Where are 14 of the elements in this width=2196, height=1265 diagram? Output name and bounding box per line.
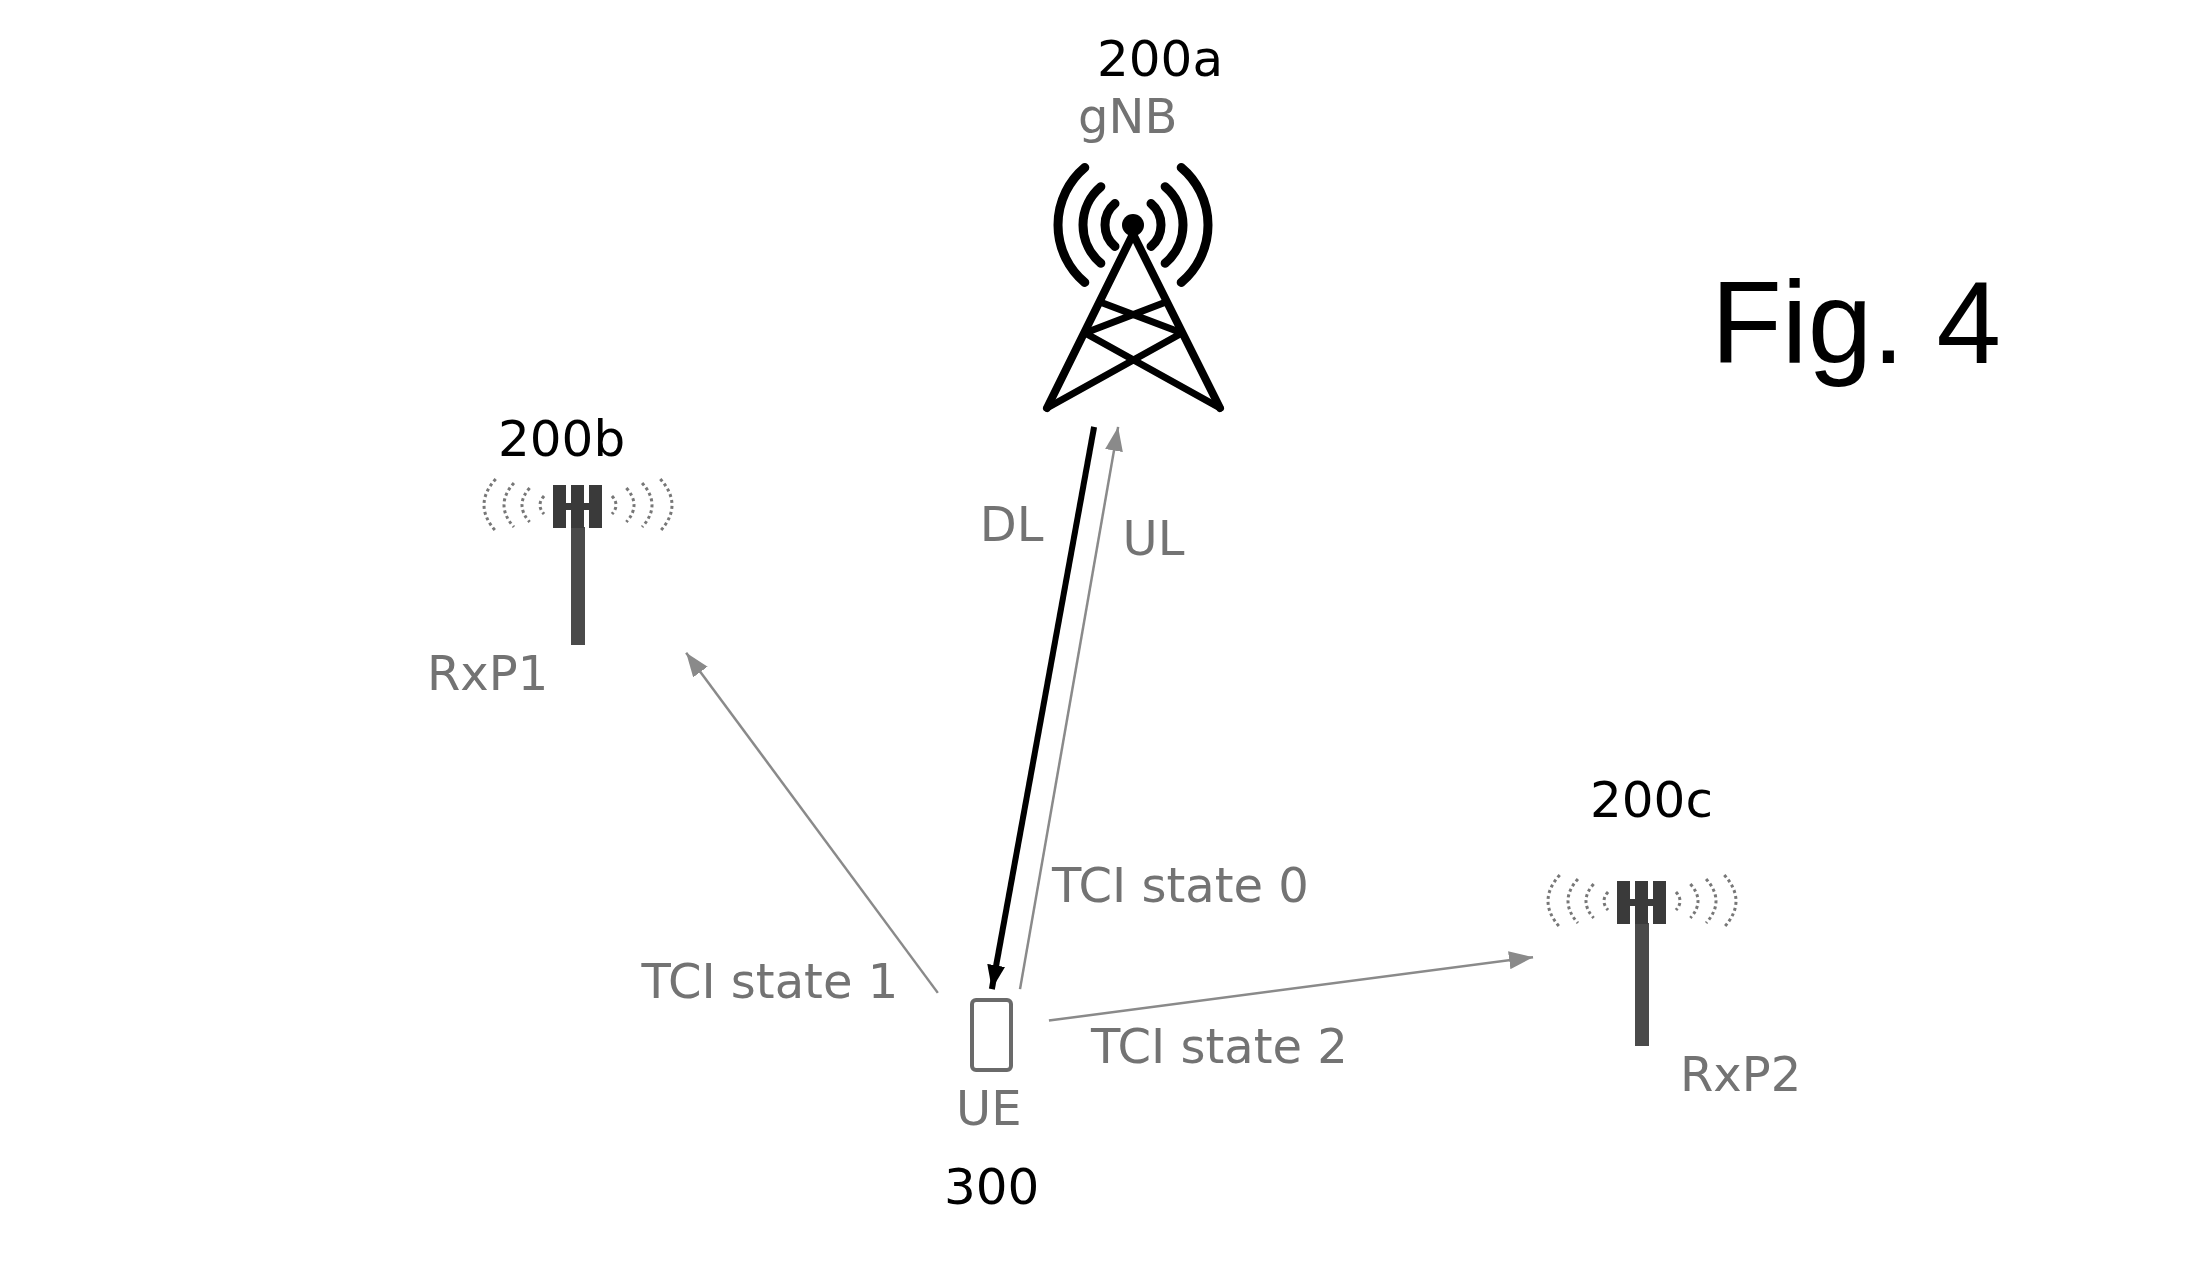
state-label: TCI state 0 (1052, 857, 1309, 915)
device-label: RxP1 (427, 645, 549, 703)
arrow (1018, 426, 1123, 990)
reference-numeral: 200a (1097, 29, 1224, 89)
arrow (987, 426, 1098, 990)
reference-numeral: 200c (1590, 770, 1713, 830)
device-label: RxP2 (1680, 1046, 1802, 1104)
figure-title: Fig. 4 (1711, 257, 2002, 390)
reference-numeral: 200b (498, 409, 626, 469)
arrow (685, 651, 939, 994)
device-label: gNB (1078, 88, 1178, 146)
reference-numeral: 300 (944, 1157, 1040, 1217)
arrow (1048, 951, 1534, 1022)
device-label: UE (956, 1080, 1022, 1138)
